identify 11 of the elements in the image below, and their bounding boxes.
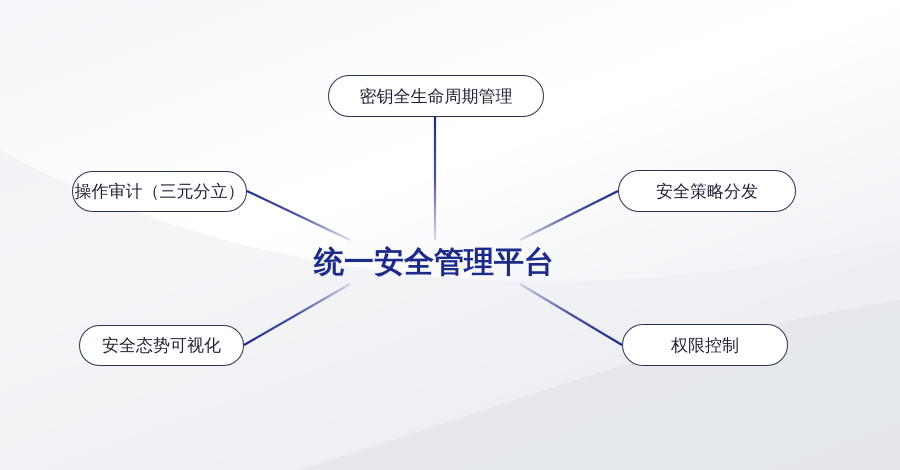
platform-title: 统一安全管理平台: [306, 240, 562, 284]
connector-line: [519, 283, 623, 346]
feature-box: 安全策略分发: [618, 170, 796, 212]
feature-box: 操作审计（三元分立）: [72, 171, 247, 212]
feature-box: 权限控制: [622, 324, 788, 366]
connector-line: [434, 117, 436, 240]
feature-box: 安全态势可视化: [79, 325, 244, 366]
connector-line: [520, 190, 618, 241]
feature-box: 密钥全生命周期管理: [328, 75, 544, 117]
connector-line: [243, 283, 351, 346]
connector-line: [246, 190, 350, 241]
